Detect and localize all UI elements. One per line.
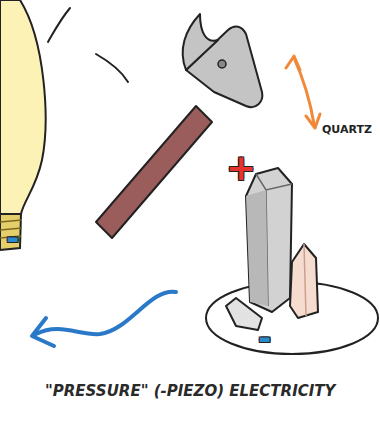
crystal-shade [246, 190, 268, 306]
material-label: QUARTZ [322, 124, 372, 135]
negative-sign: - [6, 222, 19, 254]
quartz-crystal [246, 168, 292, 312]
pink-crystal [290, 244, 318, 318]
arrow-head [286, 56, 300, 70]
hammer-handle [96, 106, 212, 238]
motion-arrow [294, 58, 314, 124]
crystal-facet [304, 244, 306, 316]
negative-sign: - [258, 322, 271, 354]
hammer-claw [183, 14, 218, 70]
positive-sign: + [226, 150, 256, 186]
caption: "PRESSURE" (-PIEZO) ELECTRICITY [45, 382, 335, 400]
arrow-head [32, 318, 54, 346]
hammer-eye [218, 60, 226, 68]
current-arrow [36, 292, 176, 334]
light-bulb [0, 0, 46, 214]
small-crystal [226, 298, 262, 330]
arrow-head [306, 114, 320, 128]
motion-line [96, 54, 128, 82]
motion-line [48, 8, 70, 42]
